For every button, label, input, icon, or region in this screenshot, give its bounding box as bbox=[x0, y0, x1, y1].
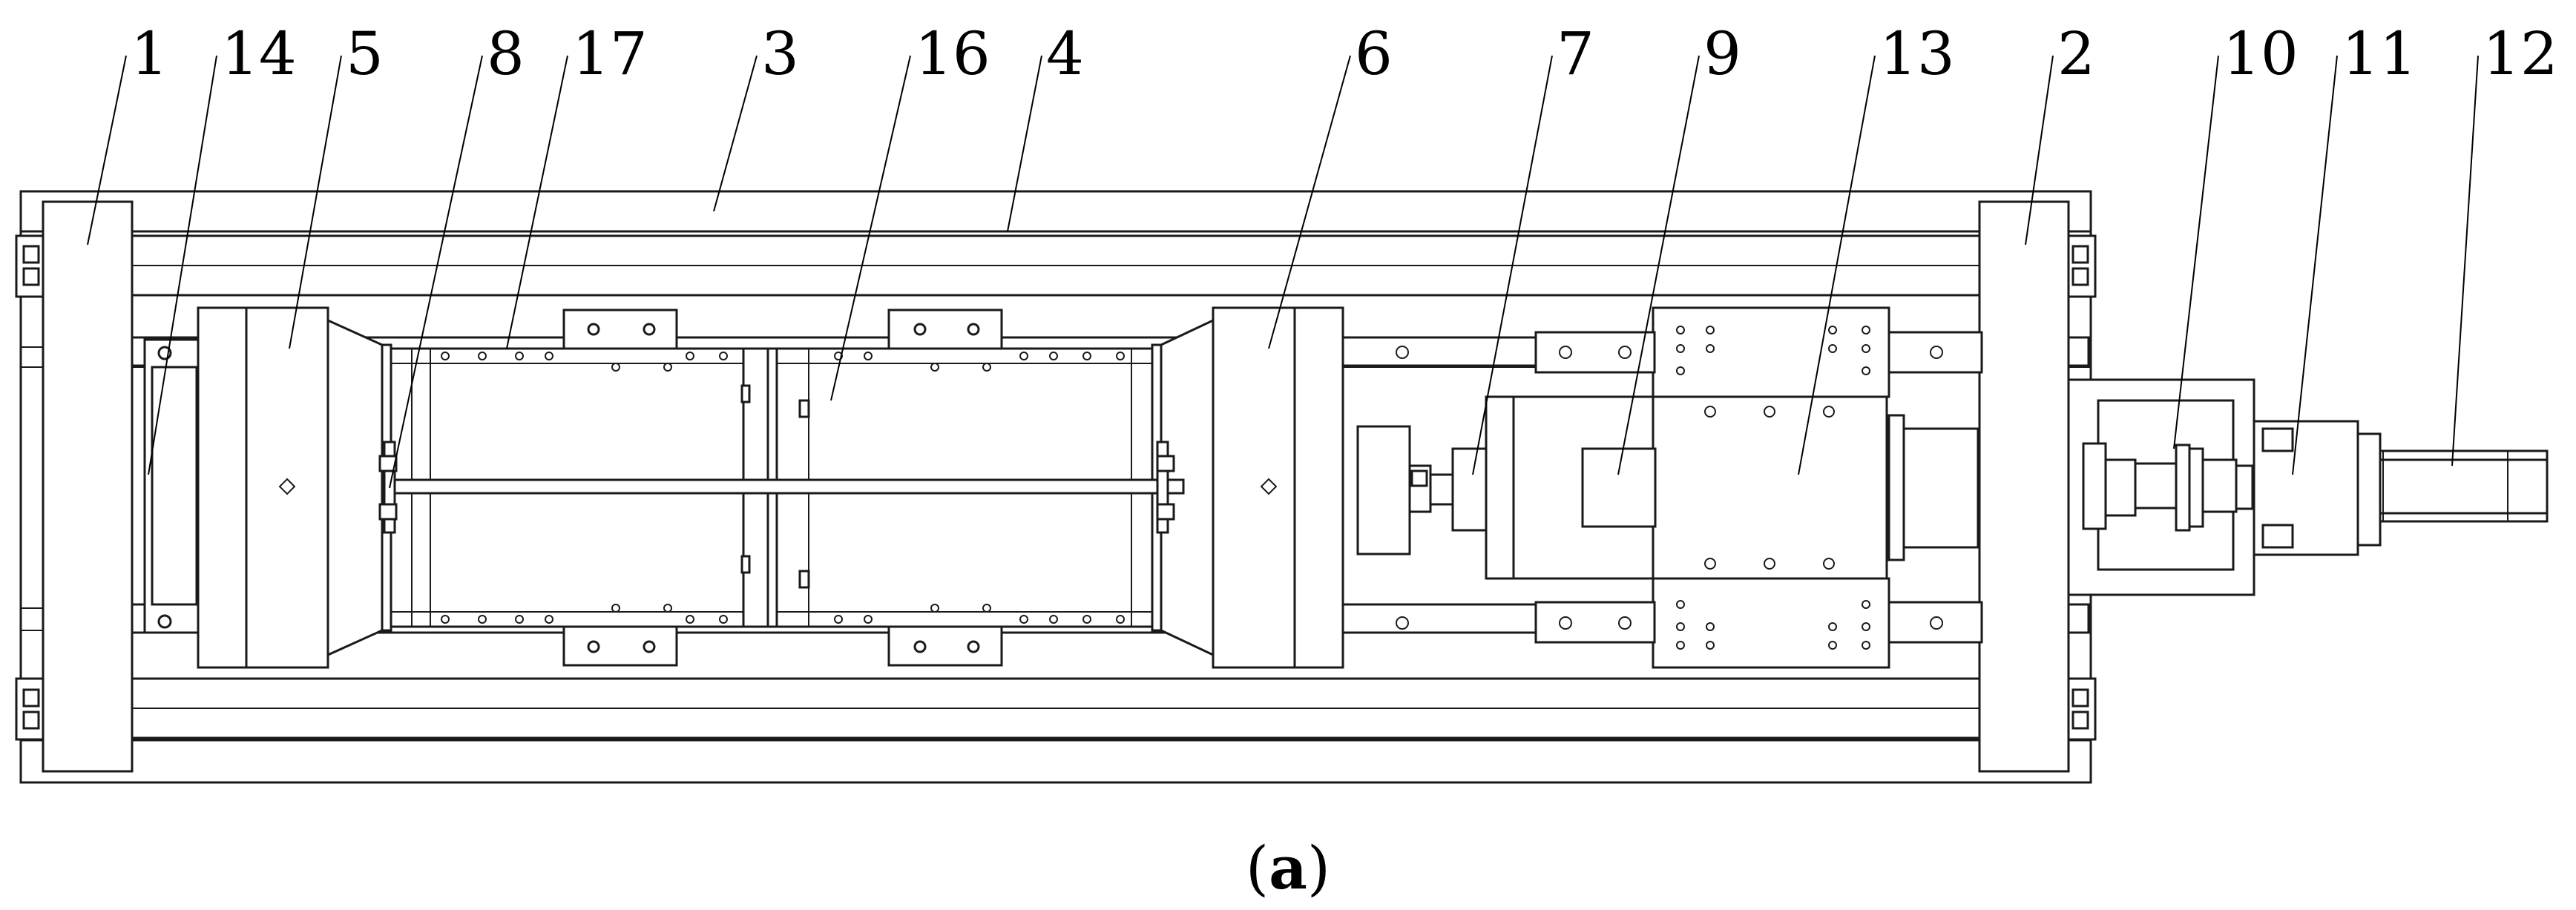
callout-13: 13 bbox=[1879, 19, 1955, 88]
rail-bottom bbox=[128, 677, 2090, 739]
callout-9: 9 bbox=[1703, 19, 1741, 88]
callout-11: 11 bbox=[2342, 19, 2417, 88]
flange-5 bbox=[197, 306, 392, 669]
segment-bolt-holes bbox=[441, 352, 1125, 624]
slider-carriage bbox=[1485, 306, 1983, 669]
callout-4: 4 bbox=[1046, 19, 1084, 88]
drawing bbox=[15, 190, 2549, 784]
callout-labels: 1 14 5 8 17 3 16 4 6 7 9 13 2 10 11 12 bbox=[131, 19, 2558, 88]
leader-lines bbox=[87, 55, 2479, 489]
callout-2: 2 bbox=[2057, 19, 2095, 88]
figure-caption: (a) bbox=[1246, 833, 1330, 903]
callout-1: 1 bbox=[131, 19, 168, 88]
callout-6: 6 bbox=[1355, 19, 1393, 88]
end-plate-left bbox=[15, 200, 134, 773]
motor-12 bbox=[2379, 449, 2549, 523]
caption-letter: a bbox=[1269, 833, 1307, 903]
callout-8: 8 bbox=[487, 19, 525, 88]
caption-close-paren: ) bbox=[1307, 834, 1330, 903]
end-plate-right bbox=[1978, 200, 2097, 773]
caption-open-paren: ( bbox=[1246, 834, 1269, 903]
callout-14: 14 bbox=[221, 19, 297, 88]
coupling-7 bbox=[1356, 425, 1488, 555]
callout-10: 10 bbox=[2223, 19, 2299, 88]
callout-12: 12 bbox=[2483, 19, 2558, 88]
reducer-11 bbox=[2253, 420, 2382, 556]
flange-6 bbox=[1151, 306, 1344, 669]
rail-top bbox=[128, 234, 2090, 297]
callout-3: 3 bbox=[761, 19, 799, 88]
callout-7: 7 bbox=[1557, 19, 1594, 88]
callout-16: 16 bbox=[915, 19, 990, 88]
callout-17: 17 bbox=[572, 19, 648, 88]
callout-5: 5 bbox=[346, 19, 384, 88]
slider-bolts bbox=[1396, 326, 1943, 650]
tie-rod-8 bbox=[378, 441, 1185, 534]
clamp-blocks bbox=[562, 309, 1003, 667]
motor-bracket bbox=[2067, 378, 2255, 596]
support-block-14 bbox=[143, 338, 200, 634]
